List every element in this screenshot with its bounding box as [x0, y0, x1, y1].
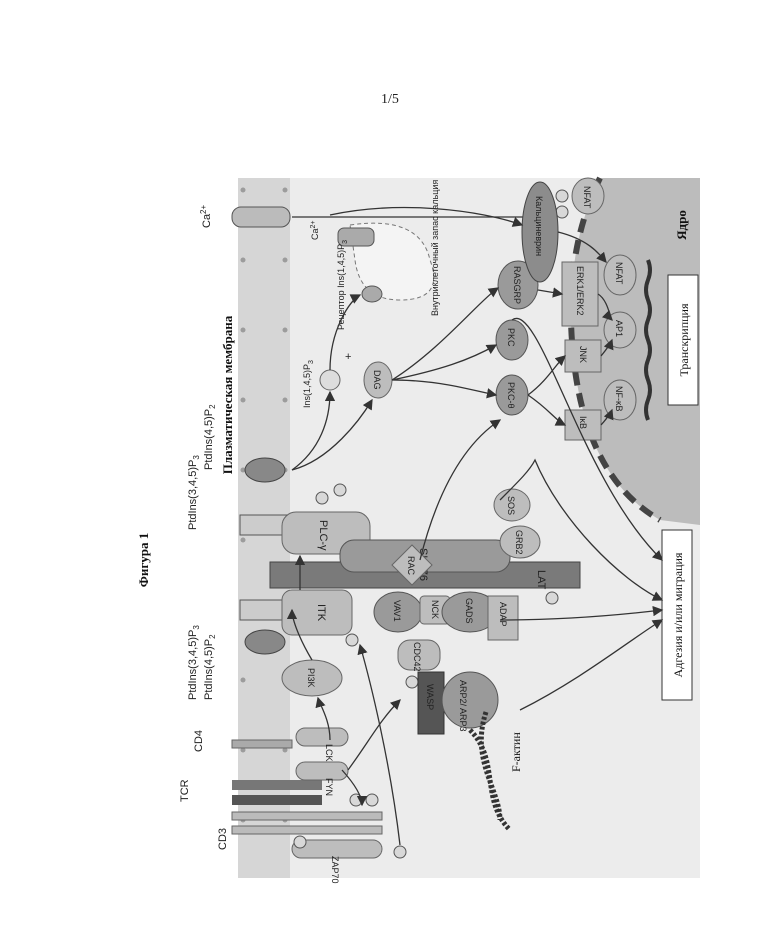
- tcr-chain-a: [232, 780, 322, 790]
- plcg-label: PLC-γ: [317, 520, 329, 551]
- lat-label: LAT: [535, 570, 547, 590]
- membrane-block-a: [240, 515, 288, 535]
- ap1-label: AP1: [614, 320, 624, 337]
- lck-node: [296, 728, 348, 746]
- zap70-label: ZAP70: [330, 856, 340, 884]
- plus-sign: +: [345, 351, 351, 363]
- nck-label: NCK: [430, 600, 440, 619]
- gads-label: GADS: [464, 598, 474, 624]
- figure-title: Фигура 1: [136, 533, 151, 588]
- ptdins-c-label: PtdIns(3,4,5)P3: [187, 625, 201, 700]
- ikb-label: IκB: [578, 416, 588, 429]
- adap-label: ADAP: [498, 602, 508, 627]
- pi3k-label: PI3K: [306, 668, 316, 688]
- calcium-store-label: Внутриклеточный запас кальция: [430, 180, 440, 316]
- sos-label: SOS: [506, 496, 516, 515]
- calcium-channel: [232, 207, 290, 227]
- lipid-oval-b: [245, 630, 285, 654]
- dag-label: DAG: [372, 370, 382, 390]
- cdc42-label: CDC42: [412, 642, 422, 672]
- cd4-chain: [232, 740, 292, 748]
- vav1-label: VAV1: [392, 600, 402, 622]
- transcription-label: Транскрипция: [677, 303, 691, 376]
- ca-outside-label: Ca2+: [199, 204, 213, 228]
- pkc-label: PKC: [506, 328, 516, 347]
- erk-label: ERK1/ERK2: [575, 266, 585, 316]
- cd3-label: CD3: [217, 828, 229, 850]
- ptdins-b-label: PtdIns(3,4,5)P3: [187, 455, 201, 530]
- cd4-label: CD4: [193, 730, 205, 752]
- adhesion-label: Адгезия и/или миграция: [671, 552, 685, 677]
- rac-label: RAC: [406, 556, 416, 576]
- f-actin-label: F-актин: [509, 732, 523, 772]
- membrane-block-b: [240, 600, 288, 620]
- grb2-label: GRB2: [514, 530, 524, 555]
- cd3-chain-b: [232, 826, 382, 834]
- lipid-oval-a: [245, 458, 285, 482]
- ptdins-a-label: PtdIns(4,5)P2: [203, 404, 217, 470]
- pkct-label: PKC-θ: [506, 382, 516, 409]
- ptdins-d-label: PtdIns(4,5)P2: [203, 634, 217, 700]
- nfkb-label: NF-κB: [614, 386, 624, 412]
- arp-label: ARP2/ ARP3: [458, 680, 468, 732]
- fyn-label: FYN: [324, 778, 334, 796]
- jnk-label: JNK: [578, 346, 588, 363]
- nfat-nuc-label: NFAT: [614, 262, 624, 285]
- tcr-chain-b: [232, 795, 322, 805]
- calcineurin-label: Кальциневрин: [534, 196, 544, 256]
- fyn-node: [296, 762, 348, 780]
- nfat-cyto-label: NFAT: [582, 186, 592, 209]
- arp-node: [442, 672, 498, 728]
- nucleus-label: Ядро: [674, 210, 689, 240]
- lck-label: LCK: [324, 744, 334, 762]
- cd3-chain-a: [232, 812, 382, 820]
- itk-label: ITK: [315, 604, 327, 622]
- wasp-label: WASP: [425, 684, 435, 710]
- membrane-label: Плазматическая мембрана: [220, 315, 235, 474]
- tcr-label: TCR: [179, 779, 191, 802]
- receptor-icon: [362, 286, 382, 302]
- ins-molecule: [320, 370, 340, 390]
- rasgrp-label: RASGRP: [512, 266, 522, 304]
